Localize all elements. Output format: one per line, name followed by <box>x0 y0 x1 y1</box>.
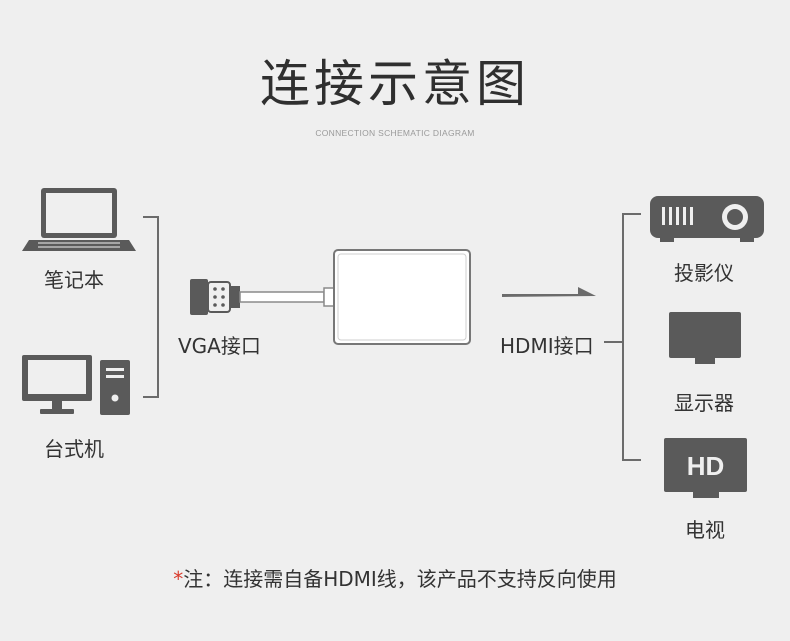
tv-label: 电视 <box>685 518 725 542</box>
hdmi-port-label: HDMI接口 <box>500 334 594 358</box>
monitor-icon <box>669 312 741 364</box>
vga-port-label: VGA接口 <box>178 334 261 358</box>
footnote-star: * <box>173 567 184 591</box>
target-bracket <box>604 213 641 461</box>
laptop-label: 笔记本 <box>44 268 104 292</box>
vga-connector-icon <box>190 279 240 315</box>
adapter-box <box>333 249 471 345</box>
projector-icon <box>650 196 764 242</box>
output-arrow <box>502 287 596 297</box>
desktop-icon <box>22 355 130 415</box>
source-bracket <box>143 216 159 398</box>
tv-icon: HD <box>664 438 747 498</box>
page-subtitle: CONNECTION SCHEMATIC DIAGRAM <box>315 128 475 138</box>
footnote-text: 注：连接需自备HDMI线，该产品不支持反向使用 <box>183 567 617 591</box>
tv-hd-badge: HD <box>687 451 725 481</box>
page-title: 连接示意图 <box>260 55 530 113</box>
monitor-label: 显示器 <box>674 391 734 415</box>
laptop-icon <box>22 188 136 251</box>
adapter-cable <box>239 287 337 307</box>
projector-label: 投影仪 <box>674 261 734 285</box>
footnote: *注：连接需自备HDMI线，该产品不支持反向使用 <box>0 563 790 592</box>
desktop-label: 台式机 <box>44 437 104 461</box>
